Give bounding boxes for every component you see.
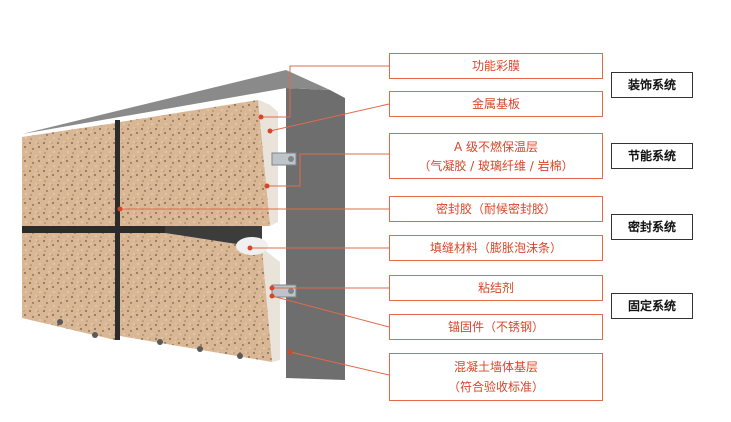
- concrete-wall-front: [286, 88, 345, 380]
- label-metal-substrate: 金属基板: [389, 91, 603, 117]
- label-insulation-layer-line2: （气凝胶 / 玻璃纤维 / 岩棉）: [418, 158, 574, 173]
- joint-filler-rod: [236, 237, 268, 255]
- label-sealant-text: 密封胶（耐候密封胶）: [435, 202, 556, 216]
- concrete-wall-top: [22, 70, 330, 134]
- label-anchor-text: 锚固件（不锈钢）: [447, 320, 544, 334]
- stone-panel-upper-right: [120, 100, 270, 226]
- leader-lines: [120, 65, 390, 376]
- group-decoration: 装饰系统: [611, 72, 693, 98]
- group-sealing: 密封系统: [611, 214, 693, 240]
- label-anchor: 锚固件（不锈钢）: [389, 314, 603, 340]
- label-joint-filler: 填缝材料（膨胀泡沫条）: [389, 235, 603, 261]
- anchor-bracket-upper: [271, 152, 297, 166]
- insulation-edge-lower: [262, 248, 280, 362]
- label-sealant: 密封胶（耐候密封胶）: [389, 196, 603, 222]
- label-concrete-base-line1: 混凝土墙体基层: [453, 360, 538, 374]
- group-fixing: 固定系统: [611, 293, 693, 319]
- label-coating-film-text: 功能彩膜: [471, 59, 520, 73]
- horizontal-joint: [22, 226, 174, 233]
- leader-dots: [117, 114, 293, 355]
- label-joint-filler-text: 填缝材料（膨胀泡沫条）: [429, 241, 562, 255]
- stone-panel-lower-left: [22, 233, 115, 340]
- label-adhesive: 粘结剂: [389, 275, 603, 301]
- vertical-joint: [115, 120, 120, 340]
- group-energy: 节能系统: [611, 143, 693, 169]
- label-concrete-base-line2: （符合验收标准）: [447, 380, 544, 394]
- label-insulation-layer: A 级不燃保温层 （气凝胶 / 玻璃纤维 / 岩棉）: [389, 133, 603, 179]
- label-adhesive-text: 粘结剂: [477, 281, 514, 295]
- label-insulation-layer-line1: A 级不燃保温层: [453, 139, 539, 154]
- label-metal-substrate-text: 金属基板: [471, 97, 520, 111]
- label-coating-film: 功能彩膜: [389, 53, 603, 79]
- stone-panel-lower-right: [120, 233, 272, 362]
- label-concrete-base: 混凝土墙体基层 （符合验收标准）: [389, 353, 603, 401]
- bottom-screws: [57, 319, 243, 359]
- insulation-edge-upper: [258, 100, 278, 226]
- stone-panel-upper-left: [22, 123, 115, 226]
